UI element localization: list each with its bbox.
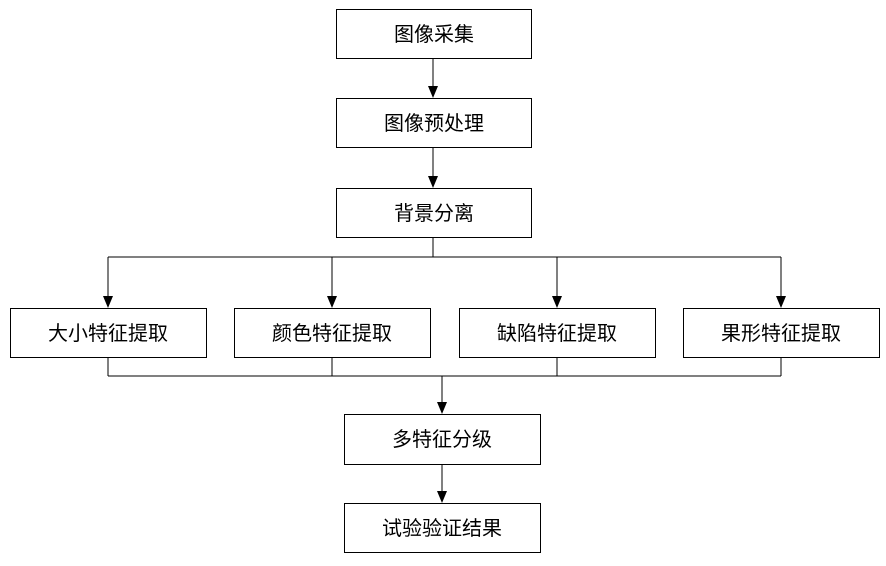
node-preprocess-box — [336, 98, 532, 148]
node-shape: 果形特征提取 — [683, 308, 880, 358]
node-defect: 缺陷特征提取 — [459, 308, 656, 358]
arrowhead-result — [437, 491, 447, 503]
node-capture-label: 图像采集 — [394, 22, 474, 46]
node-size-label: 大小特征提取 — [48, 321, 168, 345]
edges — [103, 58, 786, 503]
node-size: 大小特征提取 — [10, 308, 207, 358]
node-background: 背景分离 — [336, 188, 532, 238]
arrowhead-defect — [552, 296, 562, 308]
node-size-box — [10, 308, 207, 358]
node-result-label: 试验验证结果 — [382, 516, 502, 540]
arrowhead-color — [327, 296, 337, 308]
arrowhead-preprocess — [428, 86, 438, 98]
node-grading: 多特征分级 — [344, 414, 541, 465]
node-background-box — [336, 188, 532, 238]
arrowhead-size — [103, 296, 113, 308]
node-shape-box — [683, 308, 880, 358]
node-grading-label: 多特征分级 — [392, 427, 492, 451]
node-preprocess: 图像预处理 — [336, 98, 532, 148]
node-color: 颜色特征提取 — [234, 308, 431, 358]
node-defect-label: 缺陷特征提取 — [497, 321, 617, 345]
node-color-label: 颜色特征提取 — [272, 321, 392, 345]
node-background-label: 背景分离 — [394, 201, 474, 225]
node-defect-box — [459, 308, 656, 358]
node-color-box — [234, 308, 431, 358]
arrowhead-shape — [776, 296, 786, 308]
node-result-box — [344, 503, 541, 553]
arrowhead-grading — [437, 402, 447, 414]
node-grading-box — [344, 414, 541, 465]
arrowhead-background — [428, 176, 438, 188]
node-capture: 图像采集 — [336, 9, 532, 59]
node-preprocess-label: 图像预处理 — [384, 111, 484, 135]
node-result: 试验验证结果 — [344, 503, 541, 553]
node-capture-box — [336, 9, 532, 59]
node-shape-label: 果形特征提取 — [721, 321, 841, 345]
